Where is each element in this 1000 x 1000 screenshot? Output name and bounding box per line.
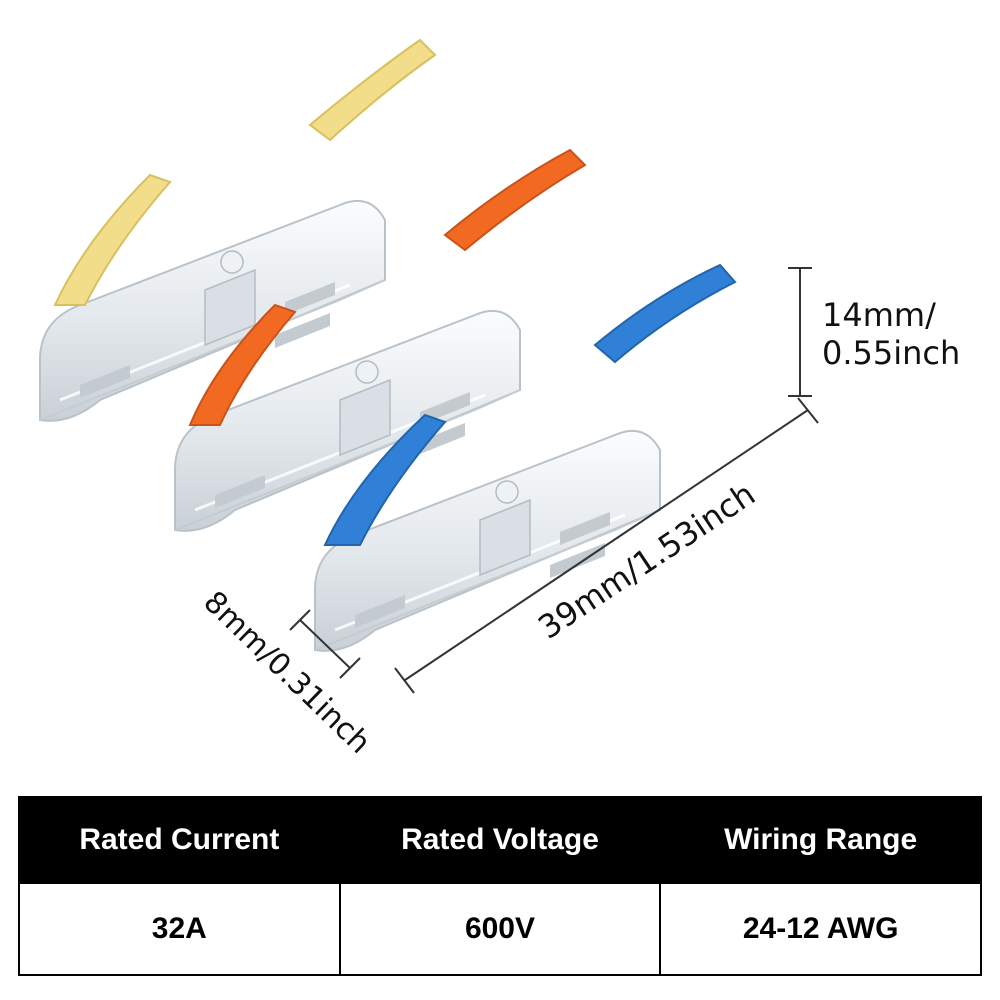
- yellow-lever-left: [53, 173, 172, 306]
- value-rated-current: 32A: [18, 882, 341, 976]
- spec-header-row: Rated Current Rated Voltage Wiring Range: [18, 796, 982, 884]
- orange-lever-right: [443, 148, 587, 252]
- height-dimension: 14mm/ 0.55inch: [788, 267, 960, 397]
- header-wiring-range: Wiring Range: [659, 796, 982, 884]
- product-illustration: 14mm/ 0.55inch 39mm/1.53inch 8mm/0.31inc…: [38, 38, 960, 761]
- blue-connector: [313, 263, 737, 653]
- orange-lever-left: [188, 303, 297, 426]
- value-wiring-range: 24-12 AWG: [659, 882, 982, 976]
- spec-table: Rated Current Rated Voltage Wiring Range…: [18, 796, 982, 976]
- header-rated-current: Rated Current: [18, 796, 341, 884]
- spec-value-row: 32A 600V 24-12 AWG: [18, 882, 982, 976]
- height-label-line1: 14mm/: [822, 296, 936, 334]
- orange-connector: [173, 148, 587, 533]
- blue-lever-left: [323, 413, 447, 546]
- blue-lever-right: [593, 263, 737, 364]
- value-rated-voltage: 600V: [338, 882, 662, 976]
- height-label-line2: 0.55inch: [822, 334, 960, 372]
- yellow-lever-right: [308, 38, 437, 142]
- header-rated-voltage: Rated Voltage: [338, 796, 662, 884]
- yellow-connector: [38, 38, 437, 423]
